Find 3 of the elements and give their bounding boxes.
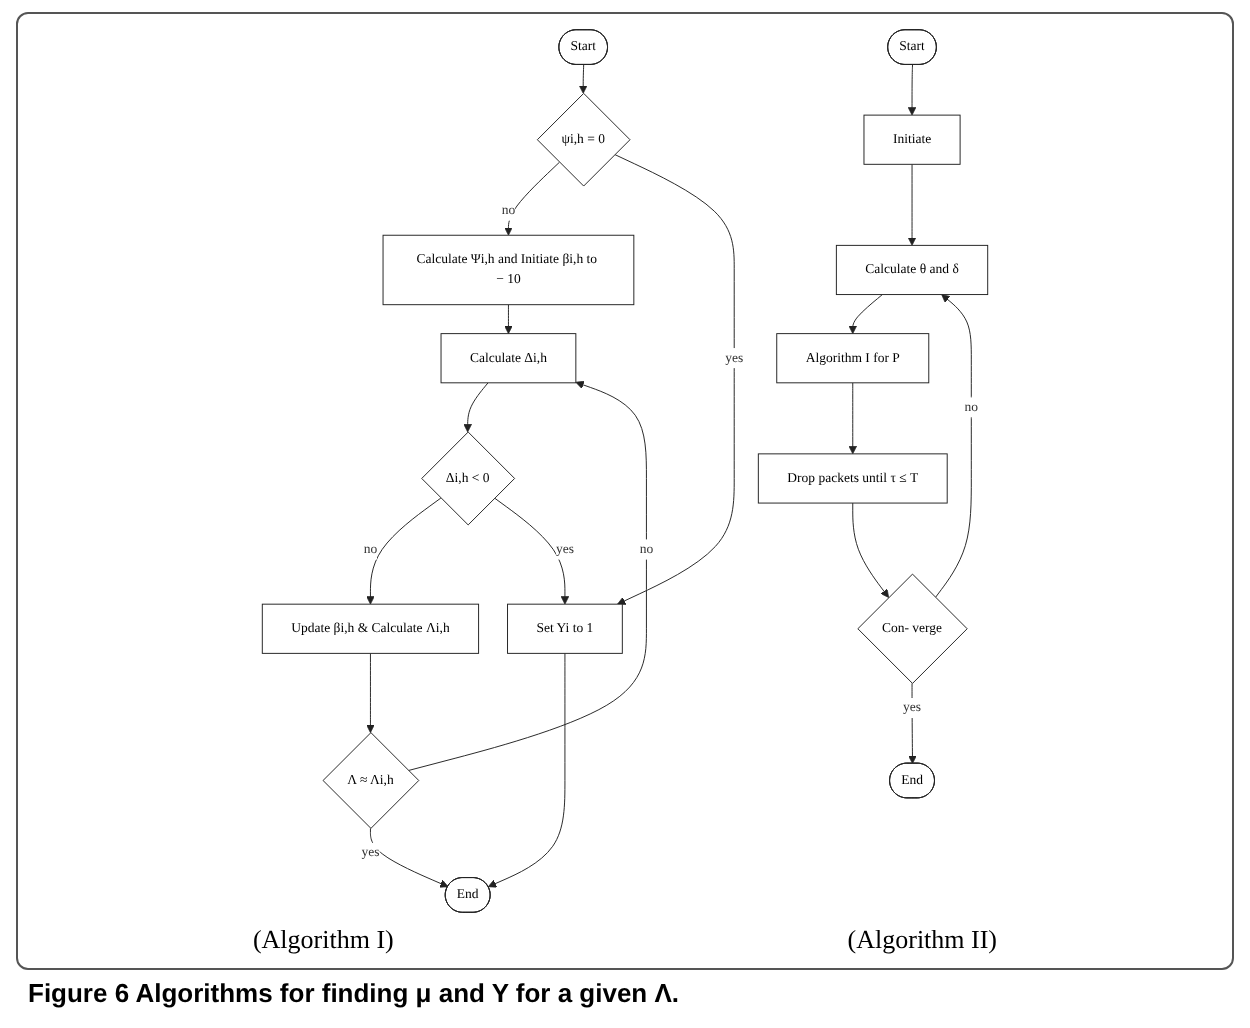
figure-caption: Figure 6 Algorithms for finding μ and Y for a given Λ. — [26, 976, 682, 1012]
diagram-label: (Algorithm I) — [252, 924, 394, 956]
diagram-label: (Algorithm II) — [847, 924, 998, 956]
